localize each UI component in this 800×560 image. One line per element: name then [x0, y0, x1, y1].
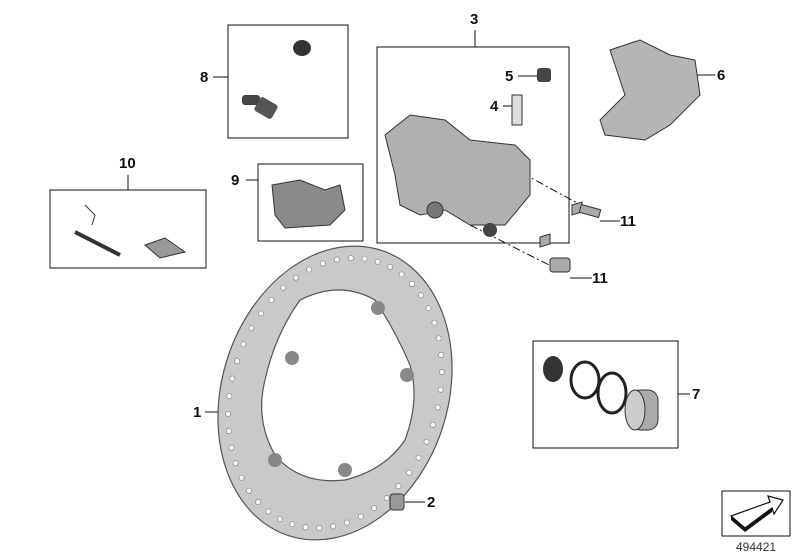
disc-drill-hole	[435, 335, 442, 342]
mounting-bolts-drawing	[539, 201, 602, 273]
arrow-direction-icon	[721, 490, 791, 537]
callout-11-upper: 11	[620, 213, 636, 230]
callout-11-lower: 11	[592, 270, 608, 287]
callout-2: 2	[427, 494, 436, 511]
disc-drill-hole	[438, 352, 445, 358]
caliper-bracket-drawing	[599, 39, 701, 141]
disc-drill-hole	[257, 310, 264, 317]
disc-drill-hole	[277, 516, 283, 522]
disc-drill-hole	[344, 519, 350, 526]
pin-spring-kit-drawing	[74, 204, 187, 259]
disc-drill-hole	[320, 260, 326, 267]
callout-10: 10	[119, 155, 136, 172]
disc-drill-hole	[255, 499, 262, 505]
callout-8: 8	[200, 69, 209, 86]
disc-drill-hole	[225, 428, 232, 434]
disc-drill-hole	[431, 319, 438, 326]
group-box-3	[376, 46, 570, 244]
bolt-cap-kit-drawing	[242, 40, 311, 119]
disc-drill-hole	[240, 341, 247, 348]
disc-drill-hole	[238, 474, 245, 481]
disc-drill-hole	[361, 255, 368, 262]
disc-drill-hole	[306, 266, 313, 273]
callout-3: 3	[470, 11, 479, 28]
disc-drill-hole	[425, 305, 432, 312]
image-number: 494421	[736, 540, 777, 554]
callout-9: 9	[231, 172, 240, 189]
disc-drill-hole	[234, 358, 240, 365]
disc-drill-hole	[316, 525, 323, 531]
disc-drill-hole	[330, 523, 336, 530]
group-box-8	[227, 24, 349, 139]
brake-disc-drawing	[217, 245, 453, 541]
disc-drill-hole	[430, 421, 436, 428]
disc-drill-hole	[437, 386, 444, 393]
piston-seal-kit-drawing	[543, 356, 659, 431]
disc-drill-hole	[302, 524, 309, 531]
disc-drill-hole	[418, 292, 424, 299]
disc-drill-hole	[374, 258, 381, 265]
disc-drill-hole	[357, 513, 364, 520]
disc-drill-hole	[280, 284, 287, 291]
disc-drill-hole	[383, 495, 390, 502]
caliper-drawing	[384, 68, 551, 237]
disc-drill-hole	[226, 393, 233, 400]
disc-drill-hole	[371, 505, 378, 512]
disc-drill-hole	[232, 460, 239, 467]
disc-drill-hole	[225, 410, 232, 417]
callout-7: 7	[692, 386, 701, 403]
group-box-10	[49, 189, 207, 269]
disc-drill-hole	[268, 296, 275, 303]
callout-5: 5	[505, 68, 514, 85]
callout-4: 4	[490, 98, 499, 115]
disc-drill-hole	[434, 404, 441, 411]
disc-drill-hole	[289, 521, 296, 528]
disc-drill-hole	[248, 325, 255, 332]
disc-drill-hole	[406, 469, 413, 476]
disc-bolt-drawing	[389, 493, 405, 511]
disc-drill-hole	[408, 281, 415, 287]
disc-drill-hole	[265, 508, 272, 515]
disc-drill-hole	[246, 487, 252, 494]
disc-drill-hole	[347, 255, 354, 261]
disc-drill-hole	[228, 444, 235, 451]
disc-drill-hole	[292, 274, 299, 281]
callout-1: 1	[193, 404, 202, 421]
disc-drill-hole	[423, 438, 430, 445]
disc-drill-hole	[395, 483, 402, 490]
group-box-9	[257, 163, 364, 242]
disc-drill-hole	[387, 264, 393, 270]
brake-pads-drawing	[271, 179, 346, 229]
callout-6: 6	[717, 67, 726, 84]
disc-drill-hole	[415, 454, 422, 461]
disc-drill-hole	[438, 369, 445, 376]
disc-drill-hole	[398, 271, 405, 278]
disc-drill-hole	[229, 375, 236, 382]
disc-drill-hole	[334, 256, 340, 263]
